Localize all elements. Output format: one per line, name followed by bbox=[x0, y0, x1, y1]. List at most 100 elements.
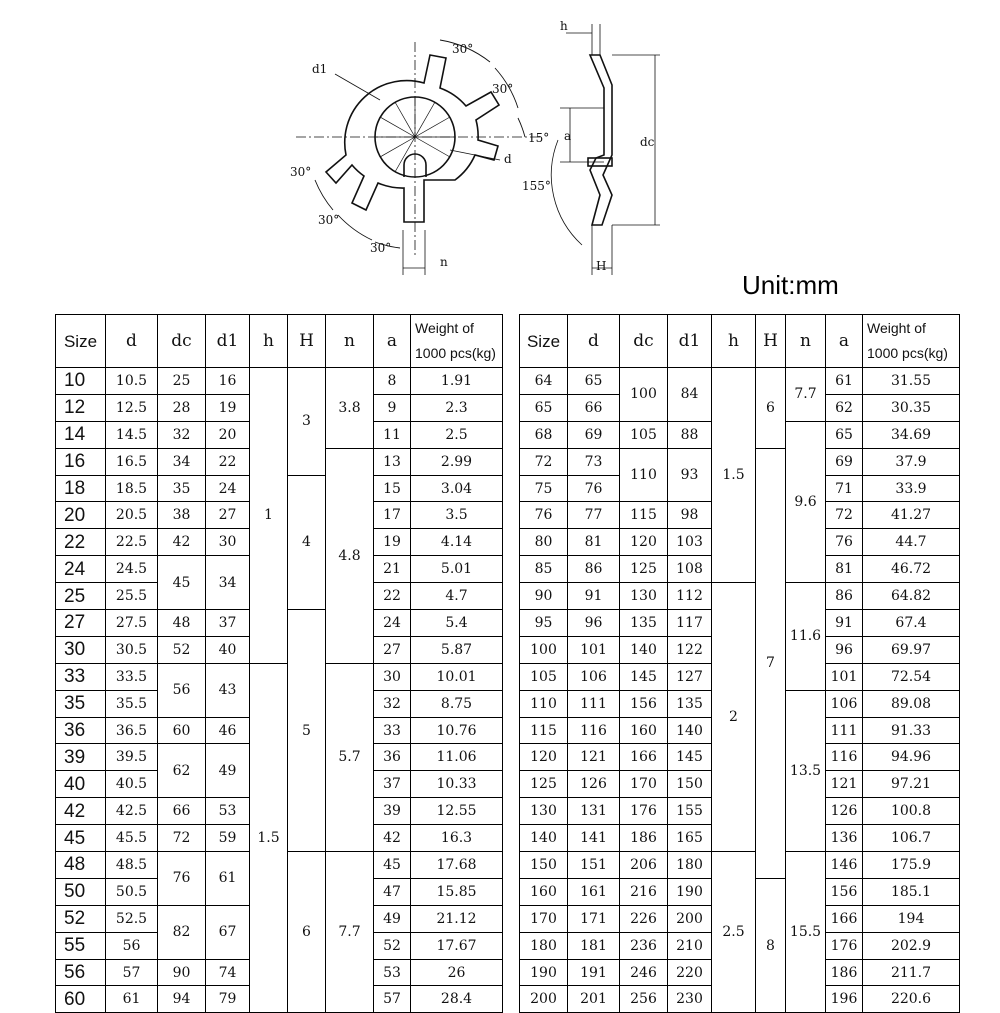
cell-d: 151 bbox=[567, 851, 620, 879]
cell-dc: 56 bbox=[157, 662, 206, 718]
header-a: a bbox=[373, 314, 411, 368]
cell-weight: 211.7 bbox=[862, 958, 960, 987]
cell-weight: 4.7 bbox=[410, 582, 503, 611]
cell-dc: 45 bbox=[157, 555, 206, 611]
cell-h: 1.5 bbox=[249, 662, 288, 1013]
cell-size: 24 bbox=[55, 555, 106, 584]
cell-weight: 2.5 bbox=[410, 420, 503, 449]
cell-a: 126 bbox=[825, 797, 863, 826]
cell-d: 52.5 bbox=[105, 904, 158, 933]
cell-n: 4.8 bbox=[325, 447, 374, 664]
cell-d: 30.5 bbox=[105, 635, 158, 664]
cell-a: 146 bbox=[825, 851, 863, 879]
cell-size: 90 bbox=[519, 582, 568, 611]
cell-n: 3.8 bbox=[325, 367, 374, 449]
cell-d1: 79 bbox=[205, 985, 250, 1013]
cell-a: 47 bbox=[373, 877, 411, 906]
cell-d1: 24 bbox=[205, 474, 250, 503]
cell-d: 111 bbox=[567, 689, 620, 718]
cell-dc: 35 bbox=[157, 474, 206, 503]
cell-a: 27 bbox=[373, 635, 411, 664]
cell-size: 80 bbox=[519, 528, 568, 557]
cell-dc: 72 bbox=[157, 824, 206, 853]
label-h: h bbox=[560, 19, 568, 33]
cell-dc: 25 bbox=[157, 367, 206, 395]
washer-outline bbox=[324, 54, 501, 223]
cell-size: 18 bbox=[55, 474, 106, 503]
cell-dc: 170 bbox=[619, 770, 668, 799]
cell-weight: 89.08 bbox=[862, 689, 960, 718]
cell-d: 81 bbox=[567, 528, 620, 557]
cell-d1: 43 bbox=[205, 662, 250, 718]
cell-weight: 10.33 bbox=[410, 770, 503, 799]
cell-dc: 94 bbox=[157, 985, 206, 1013]
cell-d1: 103 bbox=[667, 528, 712, 557]
label-d1: d1 bbox=[312, 62, 327, 76]
cell-a: 86 bbox=[825, 582, 863, 611]
center-lines bbox=[296, 42, 540, 255]
cell-a: 30 bbox=[373, 662, 411, 691]
label-d: d bbox=[504, 152, 512, 166]
cell-d: 40.5 bbox=[105, 770, 158, 799]
cell-d1: 200 bbox=[667, 904, 712, 933]
cell-h: 2 bbox=[711, 582, 756, 853]
angle-label-left-2: 30° bbox=[318, 213, 339, 227]
cell-weight: 185.1 bbox=[862, 877, 960, 906]
cell-size: 16 bbox=[55, 447, 106, 476]
cell-weight: 41.27 bbox=[862, 501, 960, 530]
cell-d1: 19 bbox=[205, 393, 250, 422]
cell-size: 55 bbox=[55, 931, 106, 960]
cell-size: 72 bbox=[519, 447, 568, 476]
section-dimensions bbox=[550, 24, 660, 275]
label-a: a bbox=[564, 129, 571, 143]
cell-a: 15 bbox=[373, 474, 411, 503]
cell-d: 76 bbox=[567, 474, 620, 503]
cell-H: 5 bbox=[287, 609, 326, 853]
angle-label-155: 155° bbox=[522, 179, 551, 193]
cell-size: 22 bbox=[55, 528, 106, 557]
cell-size: 60 bbox=[55, 985, 106, 1013]
cell-dc: 140 bbox=[619, 635, 668, 664]
cell-dc: 156 bbox=[619, 689, 668, 718]
cell-weight: 44.7 bbox=[862, 528, 960, 557]
header-size: Size bbox=[55, 314, 106, 368]
angle-label-right: 15° bbox=[528, 131, 549, 145]
header-h: h bbox=[711, 314, 756, 368]
header-n: n bbox=[325, 314, 374, 368]
cell-weight: 106.7 bbox=[862, 824, 960, 853]
cell-weight: 10.01 bbox=[410, 662, 503, 691]
cell-weight: 175.9 bbox=[862, 851, 960, 879]
cell-dc: 130 bbox=[619, 582, 668, 611]
cell-a: 65 bbox=[825, 420, 863, 449]
cell-size: 75 bbox=[519, 474, 568, 503]
cell-dc: 48 bbox=[157, 609, 206, 637]
cell-d1: 230 bbox=[667, 985, 712, 1013]
cell-d1: 22 bbox=[205, 447, 250, 476]
cell-size: 25 bbox=[55, 582, 106, 611]
cell-a: 39 bbox=[373, 797, 411, 826]
cell-a: 91 bbox=[825, 609, 863, 637]
cell-d: 48.5 bbox=[105, 851, 158, 879]
cell-d1: 112 bbox=[667, 582, 712, 611]
cell-weight: 30.35 bbox=[862, 393, 960, 422]
cell-d1: 30 bbox=[205, 528, 250, 557]
cell-d: 42.5 bbox=[105, 797, 158, 826]
cell-dc: 186 bbox=[619, 824, 668, 853]
cell-d: 12.5 bbox=[105, 393, 158, 422]
section-view bbox=[550, 24, 660, 275]
cell-n: 13.5 bbox=[785, 689, 826, 853]
cell-d: 191 bbox=[567, 958, 620, 987]
cell-d1: 135 bbox=[667, 689, 712, 718]
cell-a: 101 bbox=[825, 662, 863, 691]
cell-size: 100 bbox=[519, 635, 568, 664]
cell-a: 121 bbox=[825, 770, 863, 799]
cell-dc: 145 bbox=[619, 662, 668, 691]
